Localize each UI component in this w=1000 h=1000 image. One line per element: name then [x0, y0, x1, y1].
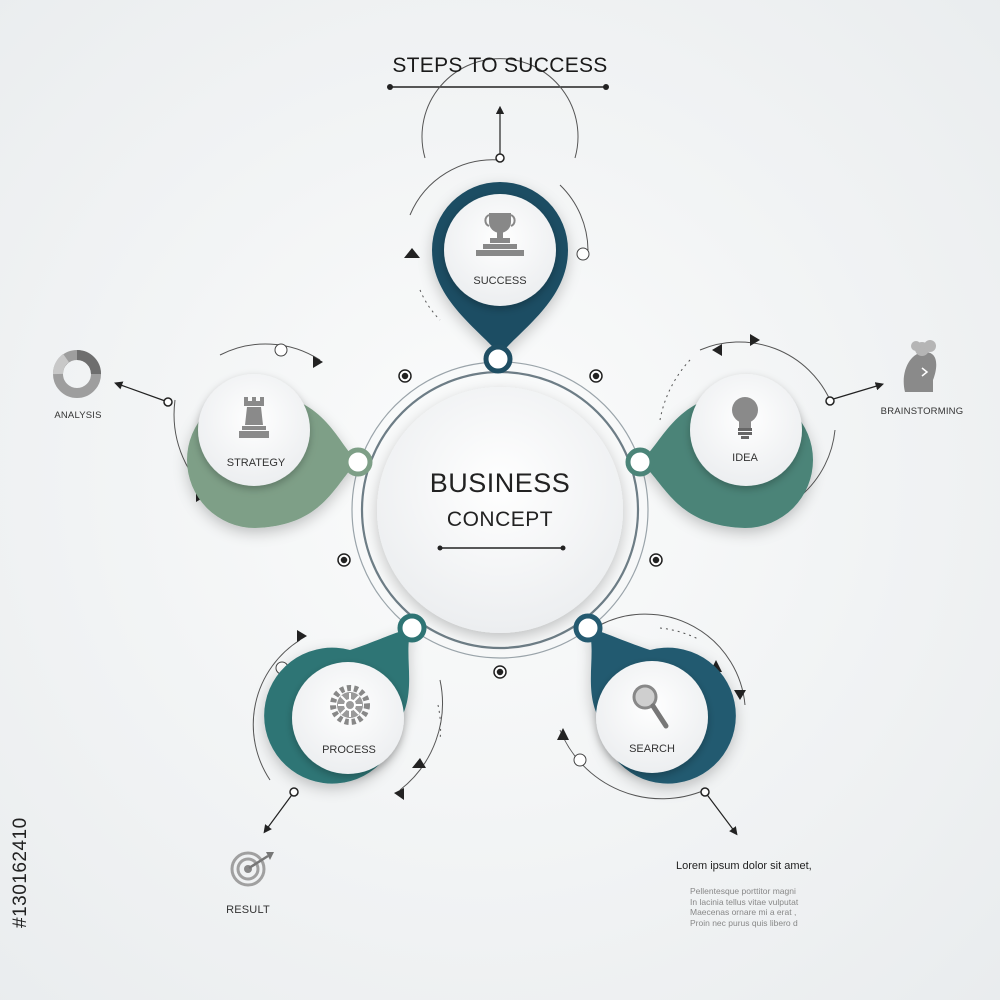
analysis-donut-icon: [53, 350, 101, 398]
gear-icon: [330, 685, 370, 725]
side-label-result: RESULT: [226, 904, 270, 916]
step-label-success: SUCCESS: [473, 275, 527, 287]
side-label-brainstorming: BRAINSTORMING: [880, 406, 964, 417]
text-block-line: Proin nec purus quis libero d: [690, 917, 798, 928]
stock-id-watermark: #130162410: [4, 770, 40, 930]
chess-rook-icon: [239, 397, 269, 438]
text-block-body: Pellentesque porttitor magni In lacinia …: [690, 886, 798, 928]
step-search: [557, 613, 746, 836]
step-label-process: PROCESS: [322, 744, 376, 756]
text-block-line: Pellentesque porttitor magni: [690, 886, 796, 896]
step-idea: [625, 334, 885, 528]
step-strategy: [114, 343, 373, 528]
stock-id-text: #130162410: [10, 817, 31, 928]
step-label-search: SEARCH: [629, 743, 675, 755]
brainstorming-head-icon: [903, 340, 937, 392]
lightbulb-icon: [732, 397, 758, 439]
side-label-analysis: ANALYSIS: [54, 410, 102, 421]
step-process: [252, 613, 443, 834]
title-underline: [387, 84, 609, 90]
result-target-icon: [230, 851, 274, 887]
step-label-idea: IDEA: [732, 452, 758, 464]
hub-dots: [337, 369, 663, 679]
center-title-line1: BUSINESS: [429, 468, 571, 498]
text-block-line: In lacinia tellus vitae vulputat: [690, 896, 799, 907]
magnifier-icon: [632, 684, 669, 729]
step-success: [404, 58, 590, 374]
center-title-line2: CONCEPT: [446, 508, 554, 531]
text-block-title: Lorem ipsum dolor sit amet,: [676, 860, 812, 872]
diagram-title: STEPS TO SUCCESS: [392, 54, 608, 77]
trophy-icon: [476, 213, 524, 256]
step-label-strategy: STRATEGY: [226, 457, 286, 469]
text-block-line: Maecenas ornare mi a erat ,: [690, 907, 797, 917]
